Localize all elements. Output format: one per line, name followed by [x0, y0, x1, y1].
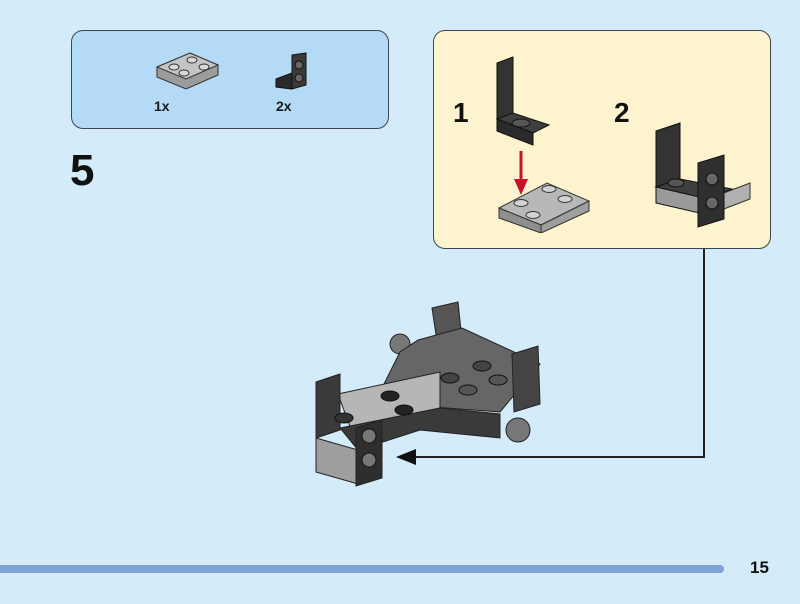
page-number: 15 [750, 558, 769, 577]
footer-bar [0, 565, 724, 573]
parts-list-box: 1x 2x [71, 30, 389, 129]
bracket-icon [275, 52, 307, 90]
inverted-slope-plate-icon [155, 52, 220, 90]
sub-step-number: 1 [453, 97, 469, 128]
sub-step-2-illustration [654, 122, 751, 228]
sub-assembly-callout: 1 2 [433, 30, 771, 249]
model-assembly-illustration [315, 301, 541, 487]
placement-arrow-icon [396, 449, 416, 465]
sub-step-1-illustration [495, 56, 591, 233]
step-number: 5 [70, 146, 95, 195]
sub-step-number: 2 [614, 97, 630, 128]
part-quantity: 1x [154, 98, 170, 114]
part-quantity: 2x [276, 98, 292, 114]
